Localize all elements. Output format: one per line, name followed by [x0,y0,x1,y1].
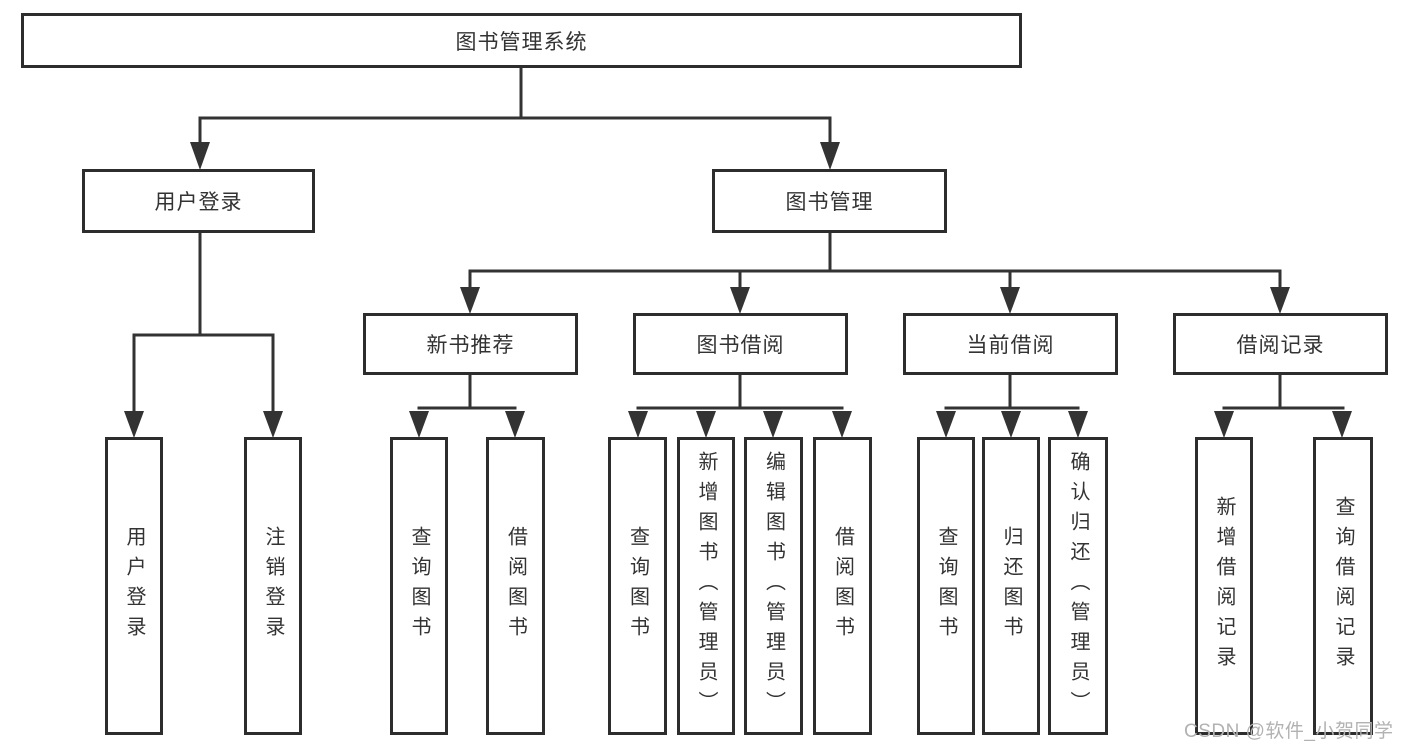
leaf-return-books-label: 归还图书 [1000,526,1022,646]
leaf-borrow-books-borrowing: 借阅图书 [813,437,872,735]
node-root-label: 图书管理系统 [455,30,588,54]
leaf-query-books-current-label: 查询图书 [935,526,957,646]
leaf-logout-login-label: 注销登录 [262,526,284,646]
leaf-confirm-return-admin-label: 确认归还（管理员） [1067,451,1089,721]
leaf-add-books-admin: 新增图书（管理员） [677,437,735,735]
leaf-query-books-recommend: 查询图书 [390,437,448,735]
leaf-user-login: 用户登录 [105,437,163,735]
node-book-borrowing-label: 图书借阅 [696,334,785,357]
leaf-add-borrow-record: 新增借阅记录 [1195,437,1253,735]
leaf-user-login-label: 用户登录 [123,526,145,646]
node-new-book-recommendation: 新书推荐 [363,313,578,375]
node-new-book-recommendation-label: 新书推荐 [426,334,515,357]
leaf-edit-books-admin-label: 编辑图书（管理员） [762,451,785,721]
leaf-borrow-books-recommend: 借阅图书 [486,437,545,735]
leaf-borrow-books-borrowing-label: 借阅图书 [831,526,854,646]
node-current-borrowing: 当前借阅 [903,313,1118,375]
leaf-add-borrow-record-label: 新增借阅记录 [1213,496,1235,676]
node-user-login-label: 用户登录 [154,191,243,214]
leaf-add-books-admin-label: 新增图书（管理员） [695,451,717,721]
leaf-query-borrow-record-label: 查询借阅记录 [1332,496,1354,676]
node-book-management-label: 图书管理 [785,191,874,214]
node-book-borrowing: 图书借阅 [633,313,848,375]
node-user-login: 用户登录 [82,169,315,233]
node-root: 图书管理系统 [21,13,1022,68]
leaf-query-books-current: 查询图书 [917,437,975,735]
leaf-borrow-books-recommend-label: 借阅图书 [504,526,527,646]
leaf-return-books: 归还图书 [982,437,1040,735]
leaf-edit-books-admin: 编辑图书（管理员） [744,437,803,735]
csdn-watermark: CSDN @软件_小贺同学 [1184,721,1394,742]
leaf-confirm-return-admin: 确认归还（管理员） [1048,437,1108,735]
node-borrowing-records: 借阅记录 [1173,313,1388,375]
leaf-query-books-borrowing-label: 查询图书 [626,526,649,646]
node-borrowing-records-label: 借阅记录 [1236,334,1325,357]
leaf-query-borrow-record: 查询借阅记录 [1313,437,1373,735]
node-current-borrowing-label: 当前借阅 [966,334,1055,357]
leaf-logout-login: 注销登录 [244,437,302,735]
node-book-management: 图书管理 [712,169,947,233]
leaf-query-books-borrowing: 查询图书 [608,437,667,735]
leaf-query-books-recommend-label: 查询图书 [408,526,430,646]
